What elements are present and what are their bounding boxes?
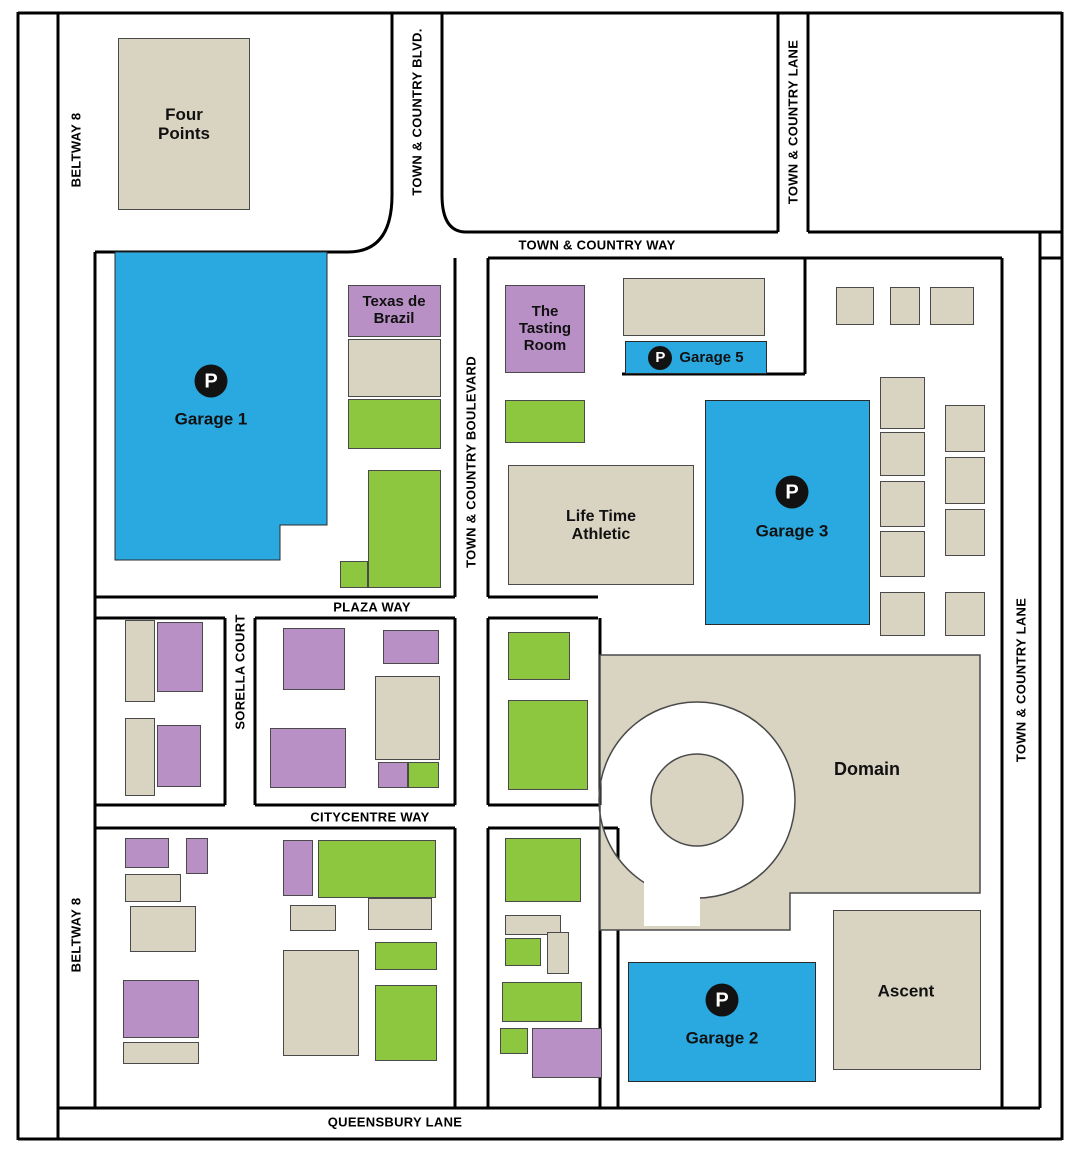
retail-building	[508, 700, 588, 790]
retail-building	[945, 457, 985, 504]
retail-building	[880, 592, 925, 636]
garage-2-building	[628, 962, 816, 1082]
street-label-beltway8-bottom: BELTWAY 8	[68, 897, 84, 973]
street-label-plaza-way: PLAZA WAY	[333, 599, 411, 615]
retail-building	[505, 915, 561, 935]
retail-building	[270, 728, 346, 788]
retail-building	[125, 874, 181, 902]
street-label-sorella-court: SORELLA COURT	[232, 614, 248, 730]
retail-building	[930, 287, 974, 325]
retail-building	[340, 561, 368, 588]
domain-courtyard-opening	[644, 866, 700, 926]
retail-building	[368, 898, 432, 930]
retail-building	[157, 725, 201, 787]
retail-building	[945, 592, 985, 636]
garage-1-building	[114, 251, 328, 561]
ascent-building	[833, 910, 981, 1070]
garage-5-building: P Garage 5	[625, 341, 767, 374]
street-label-tc-way: TOWN & COUNTRY WAY	[518, 237, 676, 253]
retail-building	[383, 630, 439, 664]
retail-building	[880, 432, 925, 476]
domain-label: Domain	[833, 758, 901, 779]
garage-5-label: Garage 5	[679, 349, 744, 366]
street-label-queensbury-lane: QUEENSBURY LANE	[327, 1114, 463, 1130]
retail-building	[125, 620, 155, 702]
parking-icon: P	[194, 364, 228, 398]
texas-de-brazil-label: Texas de Brazil	[362, 293, 426, 327]
life-time-building	[508, 465, 694, 585]
retail-building	[290, 905, 336, 931]
retail-building	[123, 980, 199, 1038]
retail-building	[283, 840, 313, 896]
retail-building	[623, 278, 765, 336]
retail-building	[348, 399, 441, 449]
street-label-tc-lane-right: TOWN & COUNTRY LANE	[1013, 597, 1029, 763]
retail-building	[500, 1028, 528, 1054]
retail-building	[502, 982, 582, 1022]
ascent-label: Ascent	[877, 981, 935, 1001]
retail-building	[348, 339, 441, 397]
retail-building	[125, 718, 155, 796]
texas-de-brazil-building	[348, 285, 441, 337]
retail-building	[378, 762, 408, 788]
street-label-tc-blvd-top: TOWN & COUNTRY BLVD.	[409, 28, 425, 196]
retail-building	[945, 509, 985, 556]
street-label-citycentre-way: CITYCENTRE WAY	[310, 809, 430, 825]
four-points-label: Four Points	[158, 104, 210, 143]
retail-building	[283, 628, 345, 690]
parking-icon: P	[705, 983, 739, 1017]
retail-building	[532, 1028, 602, 1078]
retail-building	[836, 287, 874, 325]
garage-2-label: Garage 2	[685, 1028, 759, 1048]
garage-1-label: Garage 1	[174, 409, 248, 429]
street-label-beltway8-top: BELTWAY 8	[68, 112, 84, 188]
retail-building	[547, 932, 569, 974]
retail-building	[880, 531, 925, 577]
street-label-tc-lane-top: TOWN & COUNTRY LANE	[785, 39, 801, 205]
parking-icon: P	[775, 475, 809, 509]
domain-inner-building	[650, 753, 744, 847]
garage-3-building	[705, 400, 870, 625]
retail-building	[375, 676, 440, 760]
retail-building	[505, 838, 581, 902]
retail-building	[880, 481, 925, 527]
retail-building	[123, 1042, 199, 1064]
retail-building	[125, 838, 169, 868]
street-label-tc-boulevard: TOWN & COUNTRY BOULEVARD	[463, 356, 479, 568]
retail-building	[505, 400, 585, 443]
parking-icon: P	[648, 345, 673, 370]
retail-building	[375, 985, 437, 1061]
retail-building	[505, 938, 541, 966]
life-time-label: Life Time Athletic	[566, 508, 636, 543]
retail-building	[130, 906, 196, 952]
retail-building	[283, 950, 359, 1056]
four-points-building	[118, 38, 250, 210]
garage-5-label-row: P Garage 5	[626, 342, 766, 373]
retail-building	[318, 840, 436, 898]
retail-building	[408, 762, 439, 788]
retail-building	[368, 470, 441, 588]
retail-building	[890, 287, 920, 325]
retail-building	[945, 405, 985, 452]
retail-building	[186, 838, 208, 874]
garage-3-label: Garage 3	[755, 521, 829, 541]
tasting-room-label: The Tasting Room	[518, 302, 572, 354]
retail-building	[880, 377, 925, 429]
retail-building	[508, 632, 570, 680]
tasting-room-building	[505, 285, 585, 373]
retail-building	[157, 622, 203, 692]
retail-building	[375, 942, 437, 970]
